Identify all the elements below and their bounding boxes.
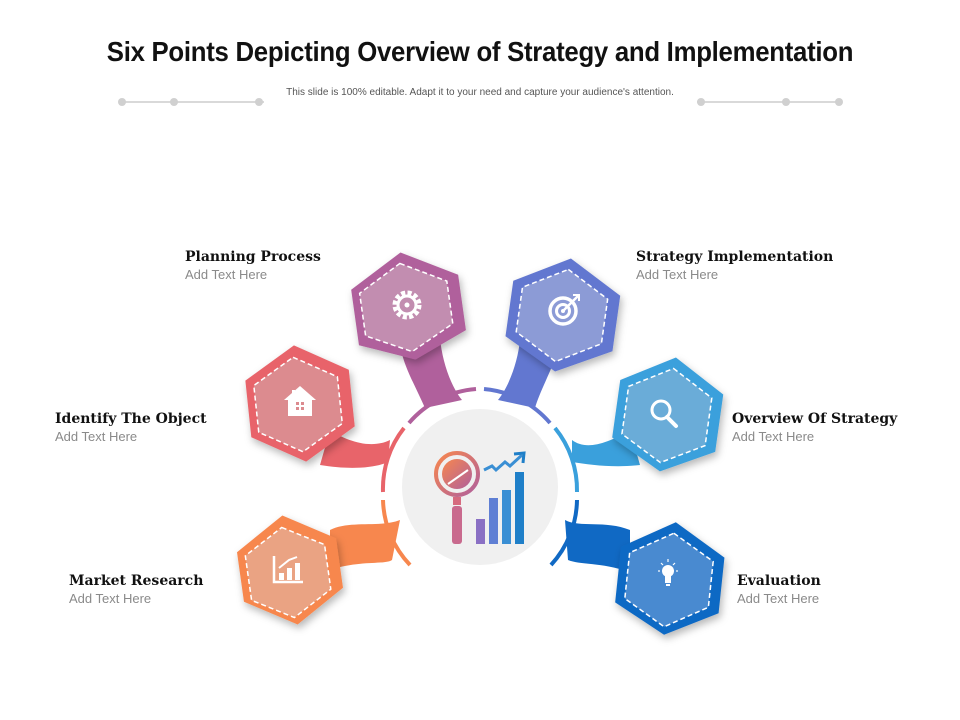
point-strategy-implementation: Strategy Implementation Add Text Here [636,249,833,282]
point-text: Add Text Here [185,267,268,282]
point-market-research: Market Research Add Text Here [69,573,203,606]
point-title: Strategy Implementation [636,249,834,265]
point-text: Add Text Here [732,429,815,444]
point-text: Add Text Here [737,591,820,606]
point-overview-of-strategy: Overview Of Strategy Add Text Here [732,411,897,444]
magnifier-growth-chart-icon [434,451,526,544]
house-icon [284,386,316,416]
hex-strategy-implementation [505,258,621,372]
point-title: Identify The Object [55,411,207,427]
point-planning-process: Planning Process Add Text Here [185,249,321,282]
target-icon [548,294,580,326]
slide-subtitle: This slide is 100% editable. Adapt it to… [286,87,674,98]
slide-title: Six Points Depicting Overview of Strateg… [106,36,854,67]
point-title: Market Research [69,573,204,589]
point-text: Add Text Here [55,429,138,444]
point-text: Add Text Here [69,591,152,606]
search-icon [650,399,678,428]
point-identify-the-object: Identify The Object Add Text Here [55,411,207,444]
point-text: Add Text Here [636,267,719,282]
point-title: Overview Of Strategy [732,411,898,427]
gear-icon [392,290,422,320]
point-evaluation: Evaluation Add Text Here [737,573,821,606]
bar-chart-growth-icon [272,556,303,584]
point-title: Planning Process [185,249,321,265]
lightbulb-icon [658,559,678,586]
point-title: Evaluation [737,573,821,589]
